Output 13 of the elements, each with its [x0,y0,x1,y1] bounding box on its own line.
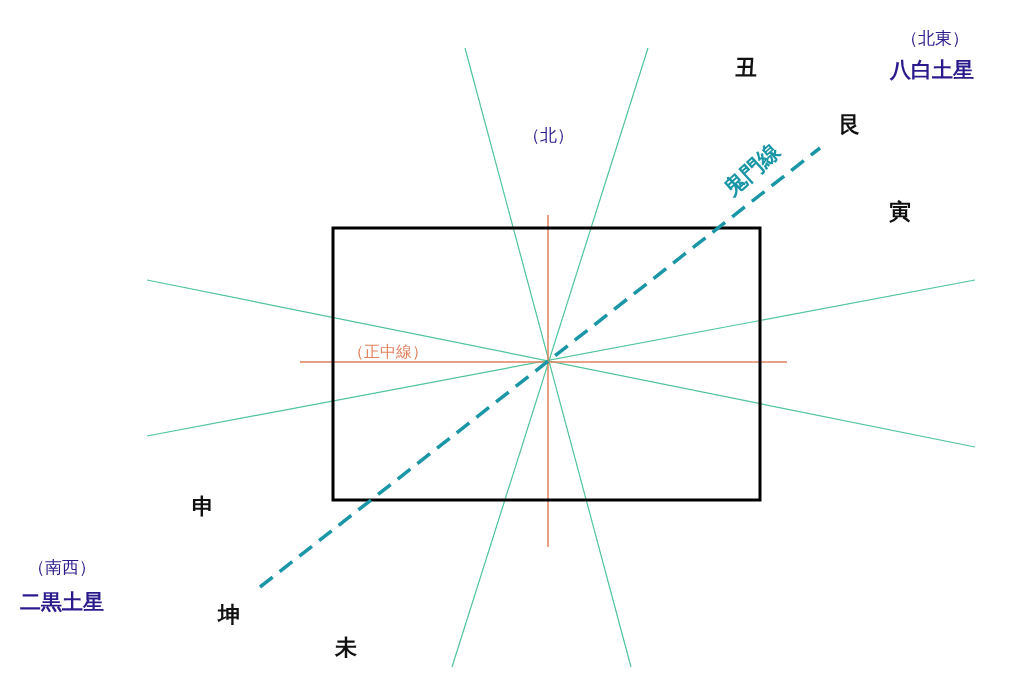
direction-label: （北東） [901,29,969,47]
line-label: 鬼門線 [720,139,784,201]
star-label: 二黒土星 [20,591,104,613]
zodiac-label: 寅 [889,201,911,223]
zodiac-label: 丑 [735,57,757,79]
star-label: 八白土星 [890,59,974,81]
line-label: （正中線） [348,344,428,360]
direction-label: （南西） [28,558,96,576]
zodiac-label: 艮 [839,114,861,136]
direction-label: （北） [522,126,574,144]
zodiac-label: 申 [192,496,214,518]
zodiac-label: 坤 [218,604,240,626]
zodiac-label: 未 [335,637,357,659]
